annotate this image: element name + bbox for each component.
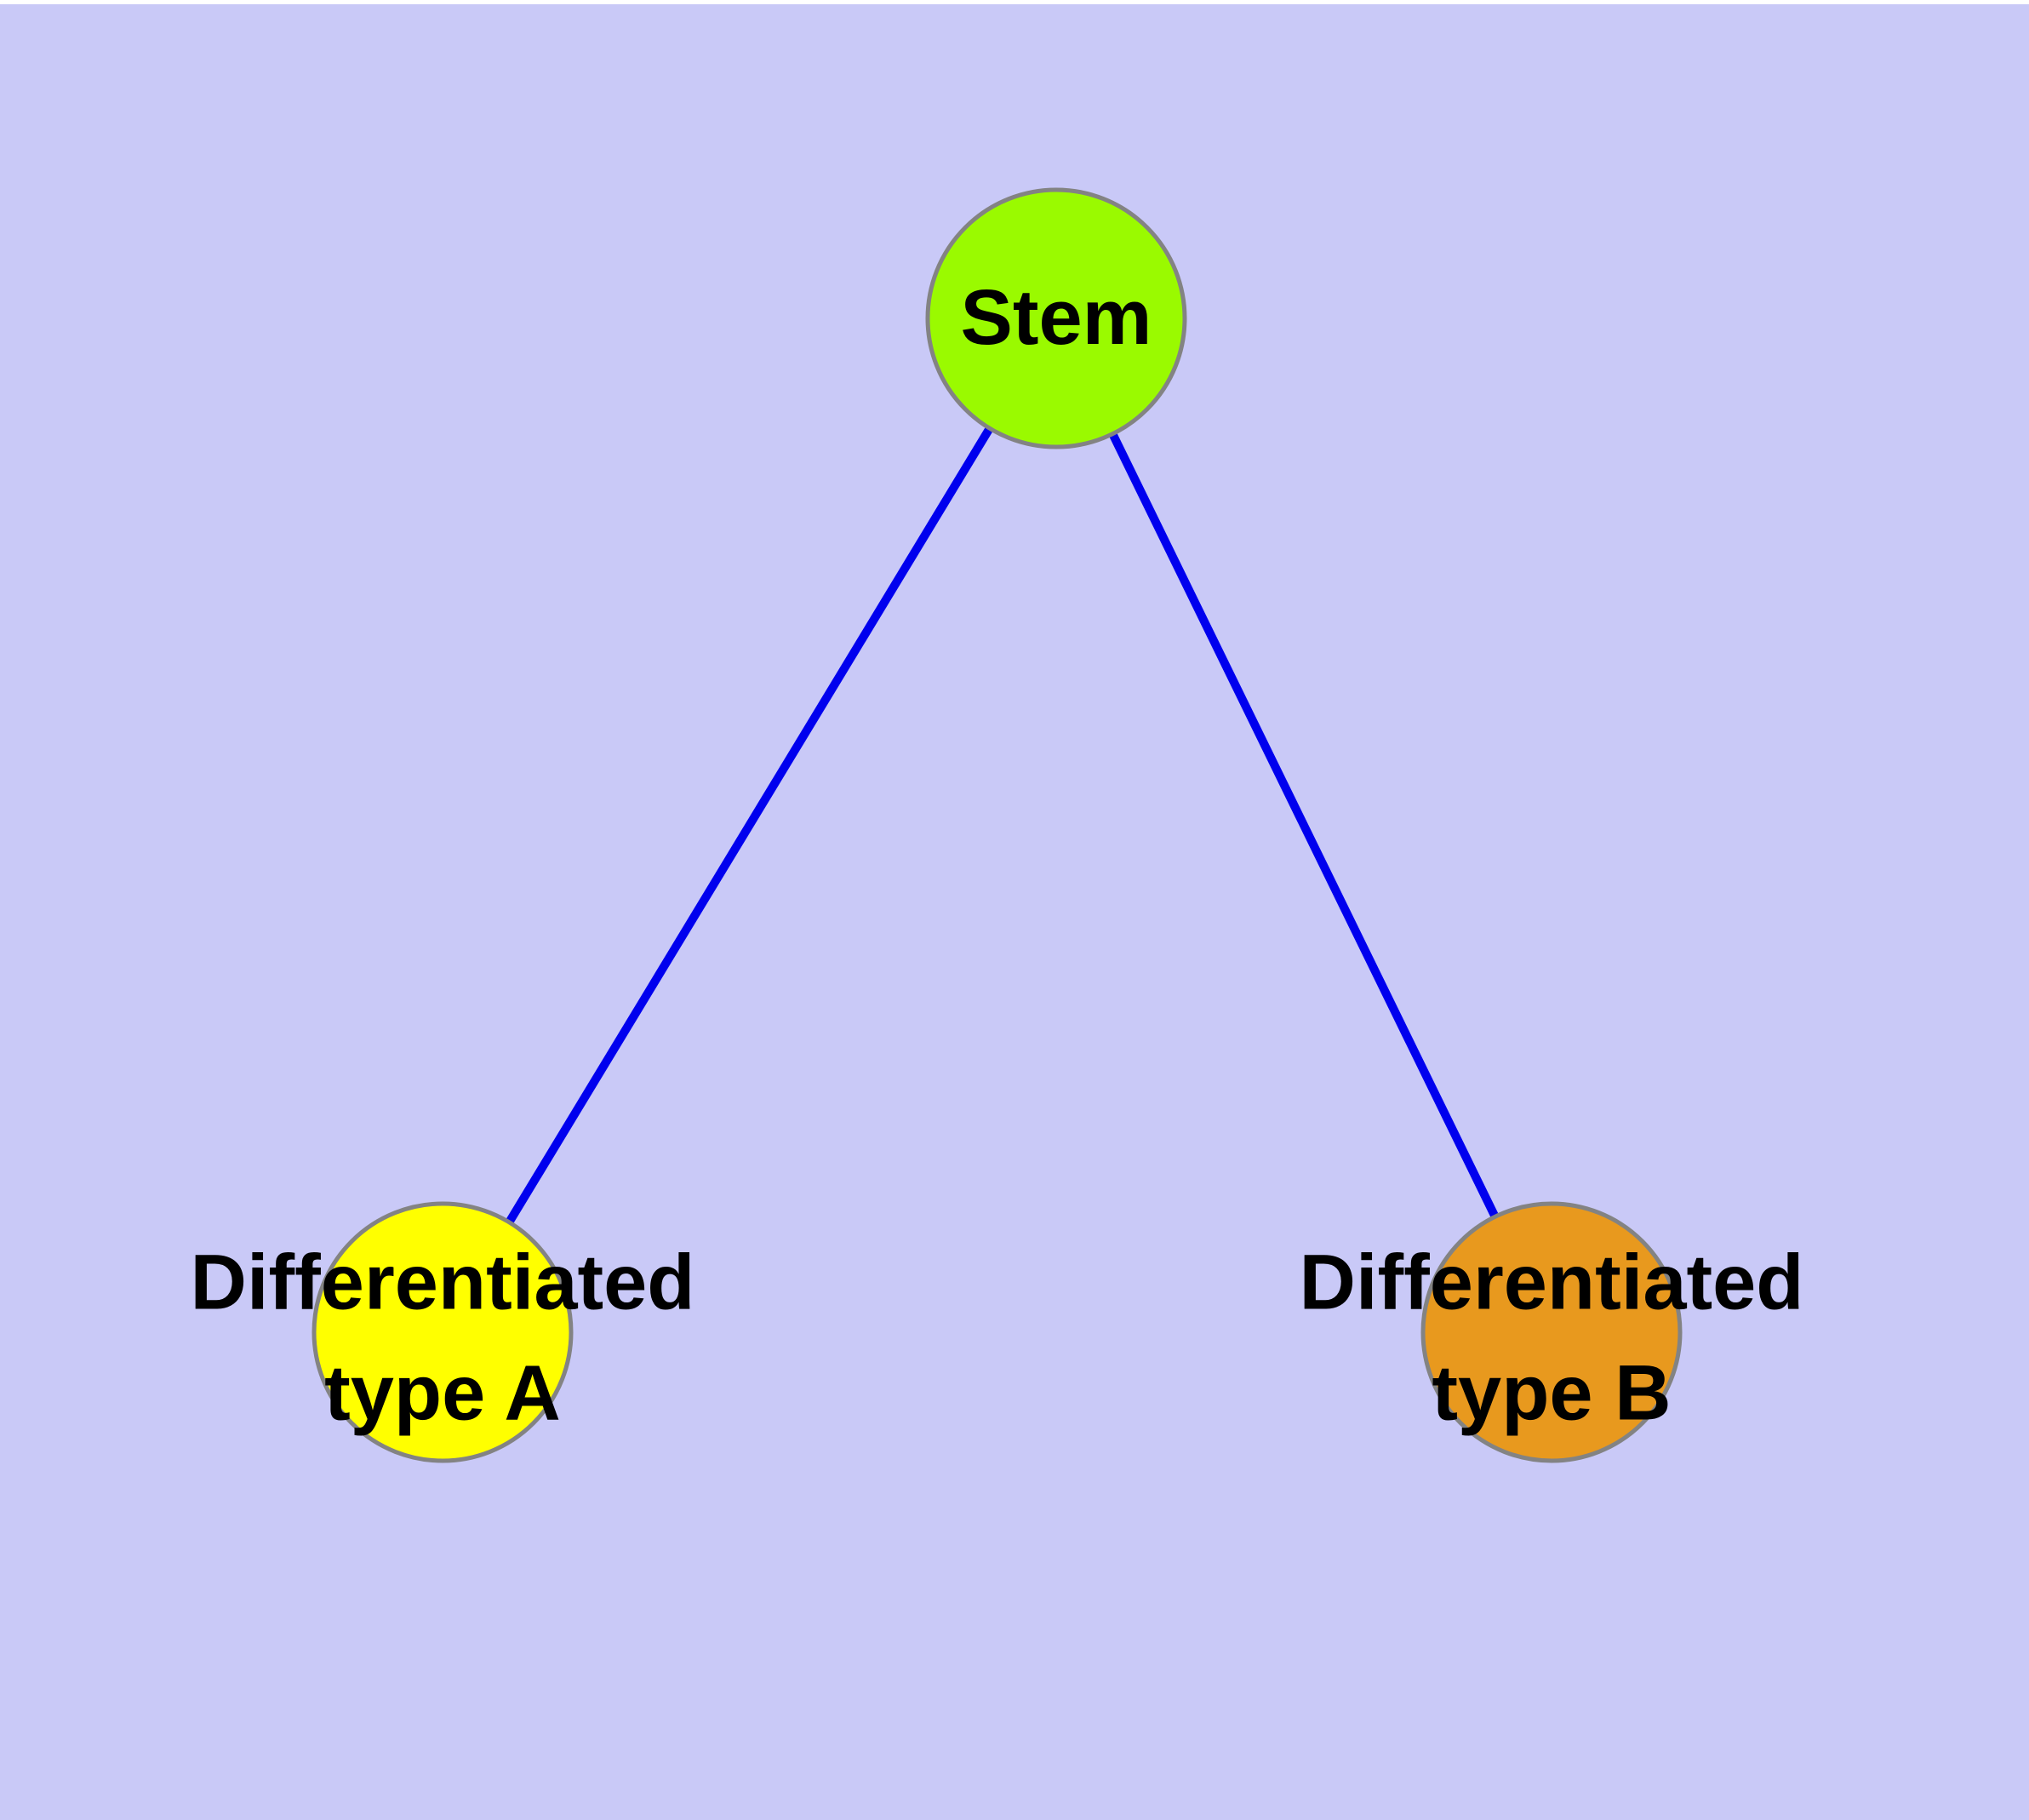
edge-stem-to-type-a	[438, 316, 1060, 1335]
node-differentiated-type-b-label: Differentiated type B	[1299, 1239, 1804, 1436]
window-top-strip	[0, 0, 2029, 4]
node-differentiated-type-a-circle	[311, 1201, 574, 1463]
edge-stem-to-type-b	[1052, 316, 1556, 1335]
node-differentiated-type-a-label: Differentiated type A	[190, 1239, 695, 1436]
node-stem-label: Stem	[960, 274, 1152, 362]
node-differentiated-type-b-circle	[1420, 1201, 1683, 1463]
node-stem-circle	[925, 187, 1187, 449]
